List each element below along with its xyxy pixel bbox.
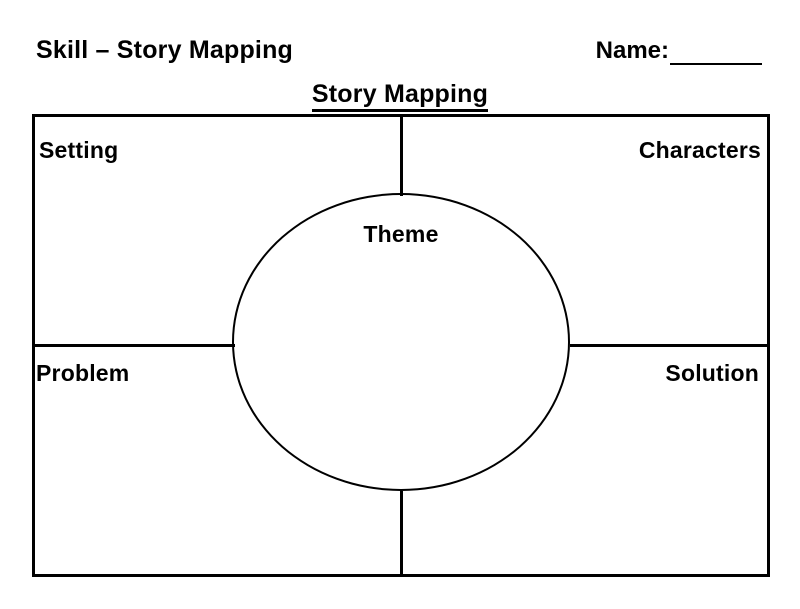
story-map-organizer: Setting Characters Problem Solution Them… [32, 114, 770, 577]
divider-horizontal-right [570, 344, 770, 347]
page-title-text: Story Mapping [311, 80, 489, 112]
name-input-blank[interactable] [670, 38, 762, 65]
theme-ellipse: Theme [232, 193, 570, 491]
divider-horizontal-left [35, 344, 235, 347]
quadrant-label-problem: Problem [36, 360, 130, 386]
name-field-group: Name: [596, 37, 762, 65]
quadrant-label-characters: Characters [638, 137, 761, 163]
divider-vertical-top [400, 117, 403, 196]
name-label: Name: [595, 37, 669, 64]
theme-label: Theme [363, 221, 439, 247]
quadrant-label-solution: Solution [665, 360, 759, 386]
skill-title: Skill – Story Mapping [36, 36, 294, 64]
page-title: Story Mapping [0, 80, 800, 112]
divider-vertical-bottom [400, 491, 403, 577]
quadrant-label-setting: Setting [39, 137, 119, 163]
